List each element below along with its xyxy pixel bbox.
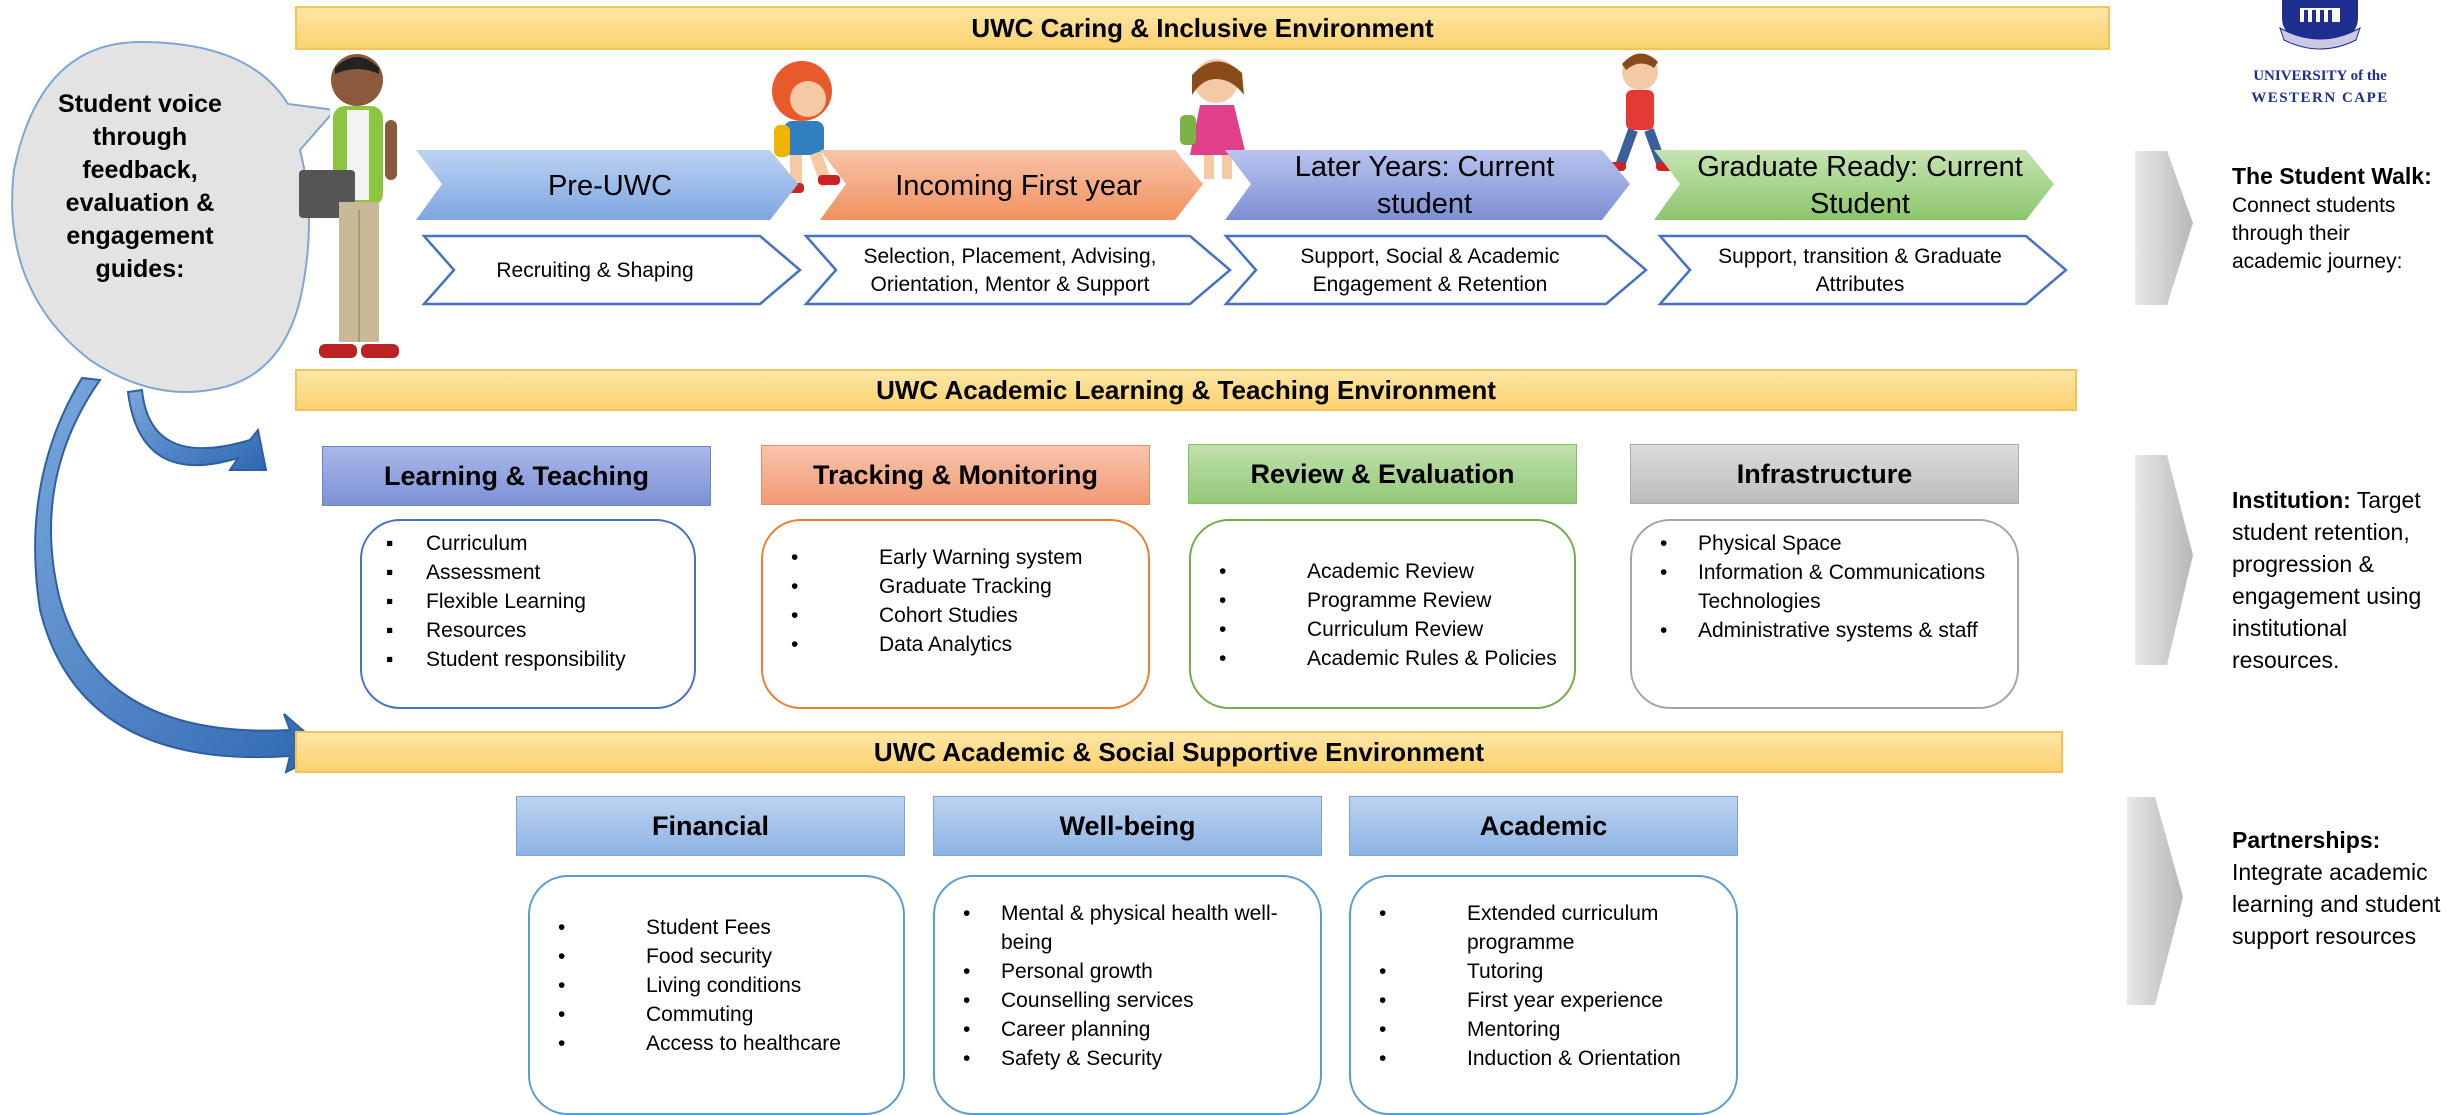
list-item: •Commuting <box>558 1003 754 1026</box>
list-item: ▪Curriculum <box>386 532 528 555</box>
support-card-financial: •Student Fees •Food security •Living con… <box>528 875 905 1115</box>
support-card-well-being: •Mental & physical health well-being •Pe… <box>933 875 1322 1115</box>
stage-label-pre-uwc: Pre-UWC <box>547 169 673 202</box>
stage-label-graduate-ready: Graduate Ready: Current Student <box>1697 151 2023 220</box>
list-item: •Counselling services <box>963 989 1194 1012</box>
pillar-header-review-evaluation: Review & Evaluation <box>1188 444 1577 504</box>
list-item: •Food security <box>558 945 773 968</box>
stage-sub-chevrons <box>421 234 2068 306</box>
list-item: •Living conditions <box>558 974 802 997</box>
support-header-academic: Academic <box>1349 796 1738 856</box>
list-item: •Academic Review <box>1219 560 1474 583</box>
list-item: •Access to healthcare <box>558 1032 841 1055</box>
logo-line1: UNIVERSITY of the <box>2253 68 2387 84</box>
pillar-card-learning-teaching: ▪Curriculum ▪Assessment ▪Flexible Learni… <box>360 519 696 709</box>
list-item: •Career planning <box>963 1018 1151 1041</box>
child-red-hair-icon <box>772 61 840 193</box>
list-item: •Cohort Studies <box>791 604 1018 627</box>
student-voice-text: Student voice through feedback, evaluati… <box>58 90 222 283</box>
list-item: •First year experience <box>1379 989 1664 1012</box>
side-walk-title: The Student Walk: <box>2232 163 2432 189</box>
side-inst-text: Target student retention, progression & … <box>2232 487 2422 673</box>
side-walk-text: Connect students through their academic … <box>2232 194 2403 273</box>
stage-label-later-years: Later Years: Current student <box>1294 151 1555 220</box>
list-item: •Data Analytics <box>791 633 1013 656</box>
pillar-header-tracking-monitoring: Tracking & Monitoring <box>761 445 1150 505</box>
list-item: •Administrative systems & staff <box>1660 619 1978 642</box>
support-header-well-being: Well-being <box>933 796 1322 856</box>
side-partnerships: Partnerships: Integrate academic learnin… <box>2232 824 2442 952</box>
stage-sub-support-social: Support, Social & Academic Engagement & … <box>1300 245 1560 296</box>
list-item: ▪Assessment <box>386 561 541 584</box>
stage-sub-transition: Support, transition & Graduate Attribute… <box>1718 245 2002 296</box>
speech-bubble <box>11 40 330 393</box>
side-part-title: Partnerships: <box>2232 827 2381 853</box>
list-item: •Curriculum Review <box>1219 618 1484 641</box>
pillar-card-infrastructure: •Physical Space •Information & Communica… <box>1630 519 2019 709</box>
pillar-card-tracking-monitoring: •Early Warning system •Graduate Tracking… <box>761 519 1150 709</box>
stage-sub-selection: Selection, Placement, Advising, Orientat… <box>863 245 1157 296</box>
list-item: •Extended curriculum programme <box>1379 902 1659 954</box>
side-chevrons <box>2127 151 2193 1005</box>
side-student-walk: The Student Walk: Connect students throu… <box>2232 162 2442 276</box>
arrow-to-supportive-band <box>34 376 330 774</box>
side-institution: Institution: Target student retention, p… <box>2232 484 2442 676</box>
list-item: ▪Flexible Learning <box>386 590 586 613</box>
list-item: •Tutoring <box>1379 960 1544 983</box>
child-walking-icon <box>1606 53 1676 171</box>
list-item: •Mentoring <box>1379 1018 1561 1041</box>
list-item: ▪Resources <box>386 619 527 642</box>
pillar-header-learning-teaching: Learning & Teaching <box>322 446 711 506</box>
child-pink-dress-icon <box>1180 59 1246 179</box>
list-item: •Graduate Tracking <box>791 575 1052 598</box>
list-item: ▪Student responsibility <box>386 648 626 671</box>
list-item: •Mental & physical health well-being <box>963 902 1278 954</box>
stage-chevrons <box>416 150 2054 220</box>
logo-motto: RESPICE PROSPICE <box>2293 31 2347 37</box>
side-part-text: Integrate academic learning and student … <box>2232 859 2441 949</box>
list-item: •Induction & Orientation <box>1379 1047 1681 1070</box>
arrow-to-academic-band <box>126 388 268 471</box>
support-card-academic: •Extended curriculum programme •Tutoring… <box>1349 875 1738 1115</box>
pillar-header-infrastructure: Infrastructure <box>1630 444 2019 504</box>
uwc-logo: RESPICE PROSPICE UNIVERSITY of the WESTE… <box>2240 0 2400 115</box>
support-header-financial: Financial <box>516 796 905 856</box>
side-inst-title: Institution: <box>2232 487 2351 513</box>
caring-environment-band: UWC Caring & Inclusive Environment <box>295 6 2110 50</box>
crest-icon <box>2279 0 2361 50</box>
supportive-environment-band: UWC Academic & Social Supportive Environ… <box>295 731 2063 773</box>
list-item: •Early Warning system <box>791 546 1083 569</box>
list-item: •Personal growth <box>963 960 1153 983</box>
pillar-card-review-evaluation: •Academic Review •Programme Review •Curr… <box>1189 519 1576 709</box>
stage-label-incoming-first-year: Incoming First year <box>895 169 1142 202</box>
list-item: •Safety & Security <box>963 1047 1163 1070</box>
academic-learning-band: UWC Academic Learning & Teaching Environ… <box>295 369 2077 411</box>
logo-line2: WESTERN CAPE <box>2251 90 2389 106</box>
stage-sub-recruiting: Recruiting & Shaping <box>496 259 694 282</box>
list-item: •Academic Rules & Policies <box>1219 647 1557 670</box>
list-item: •Physical Space <box>1660 532 1842 555</box>
list-item: •Information & Communications Technologi… <box>1660 561 1986 613</box>
list-item: •Programme Review <box>1219 589 1492 612</box>
list-item: •Student Fees <box>558 916 771 939</box>
student-with-laptop-icon <box>299 54 399 358</box>
